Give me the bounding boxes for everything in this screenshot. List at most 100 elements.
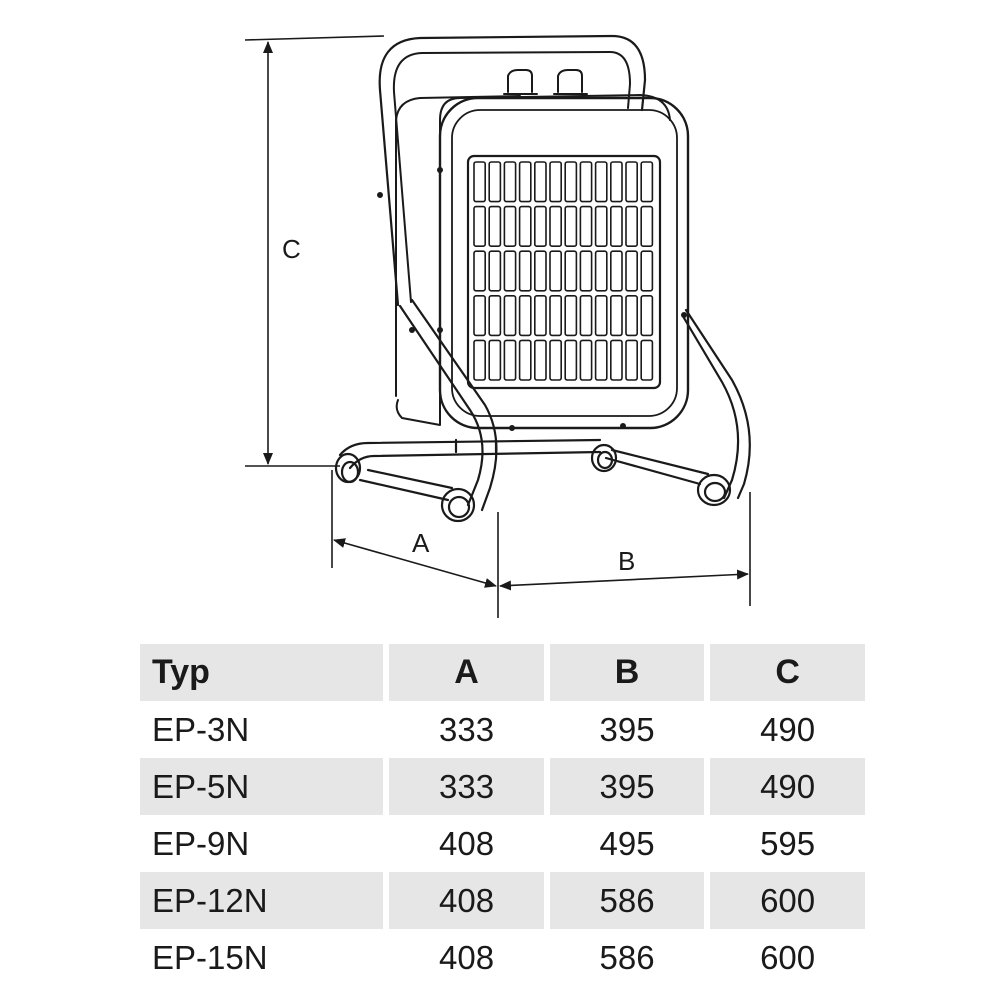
heater-back-body <box>395 94 671 426</box>
grille-cell <box>488 161 502 203</box>
grille-cell <box>503 294 517 337</box>
grille-cell <box>503 161 517 203</box>
stand-base <box>334 438 732 523</box>
table-row: EP-12N 408 586 600 <box>140 872 865 929</box>
grille-cell <box>564 294 578 337</box>
grille-cell <box>518 294 532 337</box>
cell-a: 408 <box>389 872 544 929</box>
grille-cell <box>473 294 486 337</box>
grille-cell <box>579 339 593 381</box>
grille-cell <box>533 294 547 337</box>
cell-c: 600 <box>710 872 865 929</box>
grille-cell <box>518 205 532 248</box>
grille-cell <box>564 161 578 203</box>
grille-cell <box>579 161 593 203</box>
dimension-label-c: C <box>282 234 301 264</box>
grille-cell <box>518 250 532 292</box>
control-knobs <box>503 69 588 95</box>
cell-b: 586 <box>599 938 655 976</box>
heater-illustration <box>334 34 751 523</box>
grille-cell <box>488 339 502 381</box>
cell-typ: EP-9N <box>152 824 250 862</box>
cell-b: 395 <box>549 758 705 815</box>
grille-cell <box>503 205 517 248</box>
cell-a: 408 <box>439 824 495 862</box>
cell-typ: EP-5N <box>140 758 384 815</box>
cell-c: 595 <box>760 824 816 862</box>
grille-cell <box>594 339 608 381</box>
grille-cell <box>625 294 638 337</box>
header-a: A <box>389 644 544 701</box>
cell-a: 408 <box>439 938 495 976</box>
cell-b: 395 <box>599 710 655 748</box>
grille-cell <box>564 205 578 248</box>
grille-cell <box>609 205 623 248</box>
grille-cell <box>640 250 654 292</box>
grille-cell <box>533 250 547 292</box>
grille-cell <box>473 250 486 292</box>
grille-cell <box>488 205 502 248</box>
table-row: EP-9N 408 495 595 <box>140 815 865 872</box>
grille-cell <box>564 250 578 292</box>
grille-cell <box>533 161 547 203</box>
grille-cell <box>609 161 623 203</box>
grille-cell <box>640 161 654 203</box>
carry-handle <box>378 34 647 307</box>
grille-cell <box>640 339 654 381</box>
cell-typ: EP-3N <box>152 710 250 748</box>
housing-screws <box>377 167 687 431</box>
grille-cell <box>533 205 547 248</box>
dimension-lines <box>244 35 751 618</box>
heater-dimension-drawing: C A B <box>244 34 751 618</box>
grille-cell <box>640 205 654 248</box>
table-header-row: Typ A B C <box>140 644 865 701</box>
table-row: EP-5N 333 395 490 <box>140 758 865 815</box>
heater-grille <box>466 154 662 390</box>
dimension-label-a: A <box>412 528 430 558</box>
grille-cell <box>549 294 562 337</box>
grille-cell <box>609 294 623 337</box>
grille-cell <box>625 205 638 248</box>
grille-cell <box>579 205 593 248</box>
grille-cell <box>549 205 562 248</box>
grille-cell <box>473 161 486 203</box>
grille-cell <box>503 250 517 292</box>
cell-typ: EP-12N <box>140 872 384 929</box>
grille-cell <box>594 161 608 203</box>
table-row: EP-3N 333 395 490 <box>140 701 865 758</box>
grille-cell <box>518 339 532 381</box>
grille-cell <box>594 294 608 337</box>
grille-cell <box>549 161 562 203</box>
grille-cell <box>640 294 654 337</box>
grille-cell <box>564 339 578 381</box>
header-b: B <box>549 644 705 701</box>
cell-c: 490 <box>760 710 816 748</box>
grille-cell <box>549 250 562 292</box>
cell-a: 333 <box>439 710 495 748</box>
grille-cell <box>503 339 517 381</box>
cell-a: 333 <box>389 758 544 815</box>
cell-b: 586 <box>549 872 705 929</box>
grille-cell <box>533 339 547 381</box>
grille-cell <box>488 250 502 292</box>
dimension-label-b: B <box>618 546 635 576</box>
grille-cell <box>579 250 593 292</box>
grille-cell <box>625 339 638 381</box>
cell-b: 495 <box>599 824 655 862</box>
grille-cell <box>549 339 562 381</box>
cell-c: 490 <box>710 758 865 815</box>
header-c: C <box>710 644 865 701</box>
grille-cell <box>579 294 593 337</box>
grille-cell <box>488 294 502 337</box>
grille-cell <box>609 339 623 381</box>
cell-c: 600 <box>760 938 816 976</box>
grille-cell <box>594 205 608 248</box>
cell-typ: EP-15N <box>152 938 268 976</box>
header-typ: Typ <box>140 644 384 701</box>
grille-cell <box>625 250 638 292</box>
table-row: EP-15N 408 586 600 <box>140 929 865 986</box>
grille-cell <box>625 161 638 203</box>
grille-cell <box>518 161 532 203</box>
grille-cell <box>473 205 486 248</box>
heater-front-housing <box>438 96 690 430</box>
